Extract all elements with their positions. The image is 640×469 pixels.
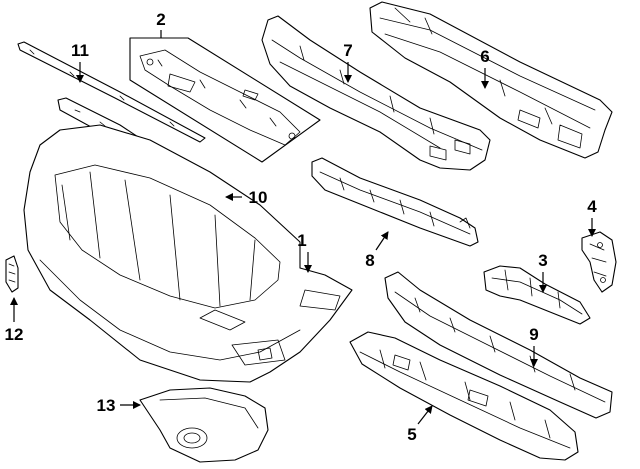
part-5-lower-deflector [349, 331, 579, 461]
part-9-lower-reinforcement [384, 271, 613, 419]
callout-12: 12 [5, 297, 24, 344]
part-7-energy-absorber [261, 15, 491, 171]
callout-3: 3 [538, 251, 548, 293]
part-12-clip [5, 255, 19, 293]
callout-8-label: 8 [365, 251, 374, 270]
callout-11-label: 11 [71, 41, 89, 60]
callout-12-label: 12 [5, 325, 24, 344]
callout-10: 10 [225, 188, 268, 207]
callout-13-label: 13 [97, 396, 116, 415]
callout-7: 7 [343, 41, 353, 83]
part-2-cover-group [129, 37, 321, 163]
part-8-bracket [311, 157, 479, 247]
callout-6: 6 [480, 47, 490, 89]
callout-13: 13 [97, 396, 141, 415]
callout-4: 4 [587, 197, 597, 237]
part-13-lamp-trim [139, 387, 269, 463]
callout-9: 9 [529, 325, 539, 367]
callout-6-label: 6 [480, 47, 489, 66]
callout-8: 8 [365, 231, 389, 270]
callout-4-label: 4 [587, 197, 597, 216]
callout-2-label: 2 [156, 10, 165, 29]
callout-5-label: 5 [407, 425, 416, 444]
callout-7-label: 7 [343, 41, 352, 60]
callout-5: 5 [407, 405, 433, 444]
callout-1: 1 [297, 231, 312, 273]
part-11-strip [17, 41, 206, 143]
part-6-reinforcement-beam [369, 1, 613, 159]
part-1-bumper-cover [23, 124, 353, 383]
callout-2: 2 [156, 10, 166, 38]
part-3-bracket [483, 265, 591, 325]
callout-11: 11 [71, 41, 89, 83]
callout-9-label: 9 [529, 325, 538, 344]
callout-3-label: 3 [538, 251, 547, 270]
callout-1-label: 1 [297, 231, 306, 250]
part-4-side-bracket [581, 231, 617, 293]
callout-10-label: 10 [249, 188, 268, 207]
